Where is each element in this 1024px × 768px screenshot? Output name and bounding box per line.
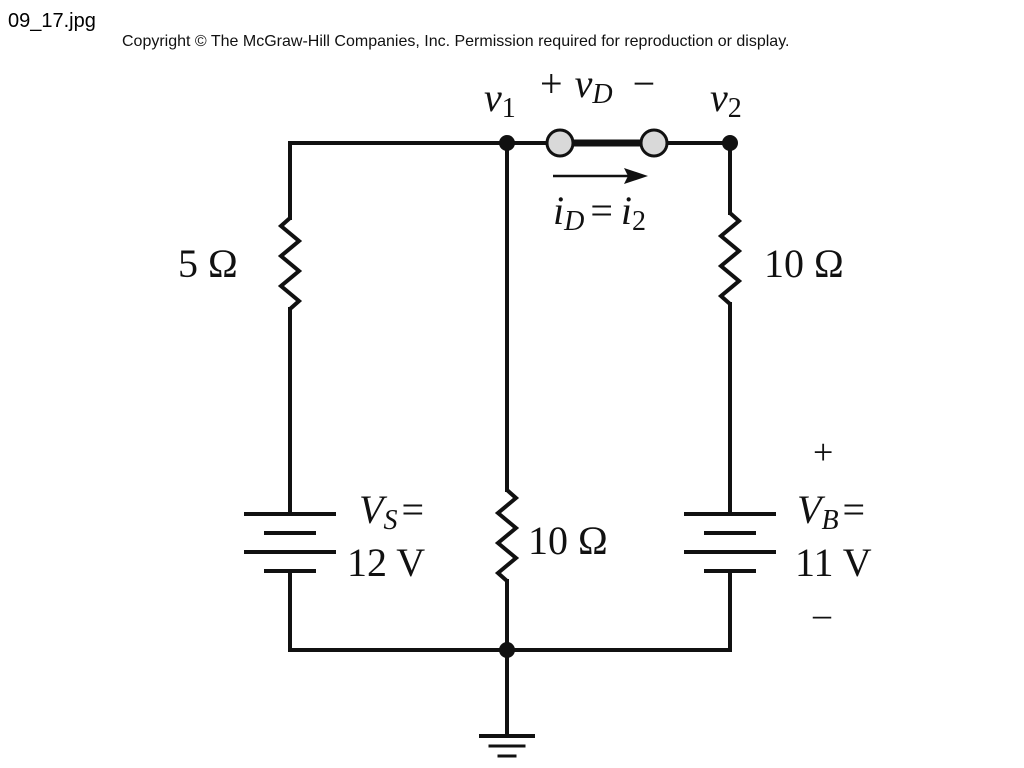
diode-symbol: [545, 128, 669, 158]
label-vb-value: 11 V: [795, 540, 872, 585]
label-vs-value: 12 V: [347, 540, 425, 585]
resistor-middle-10-ohm: [494, 488, 520, 583]
node-v1-dot: [499, 135, 515, 151]
label-resistor-middle-10-ohm: 10 Ω: [528, 518, 608, 563]
label-diode-voltage: +vD−: [540, 61, 655, 110]
label-vb-minus: –: [812, 594, 832, 634]
label-diode-current: iD=i2: [553, 188, 646, 237]
label-resistor-right-10-ohm: 10 Ω: [764, 241, 844, 286]
label-v1: v1: [484, 75, 516, 124]
battery-vs: [244, 512, 336, 573]
resistor-right-10-ohm: [717, 211, 743, 306]
label-resistor-5-ohm: 5 Ω: [178, 241, 238, 286]
filename-label: 09_17.jpg: [8, 10, 96, 32]
battery-vb: [684, 512, 776, 573]
resistor-5-ohm: [277, 216, 303, 311]
current-arrow-icon: [553, 168, 648, 184]
label-vb-plus: +: [813, 432, 833, 472]
label-vb-symbol: VB=: [797, 487, 865, 536]
copyright-notice: Copyright © The McGraw-Hill Companies, I…: [122, 33, 790, 50]
label-v2: v2: [710, 75, 742, 124]
node-v2-dot: [722, 135, 738, 151]
label-vs-symbol: VS=: [359, 487, 424, 536]
ground-icon: [479, 734, 535, 758]
node-ground-dot: [499, 642, 515, 658]
